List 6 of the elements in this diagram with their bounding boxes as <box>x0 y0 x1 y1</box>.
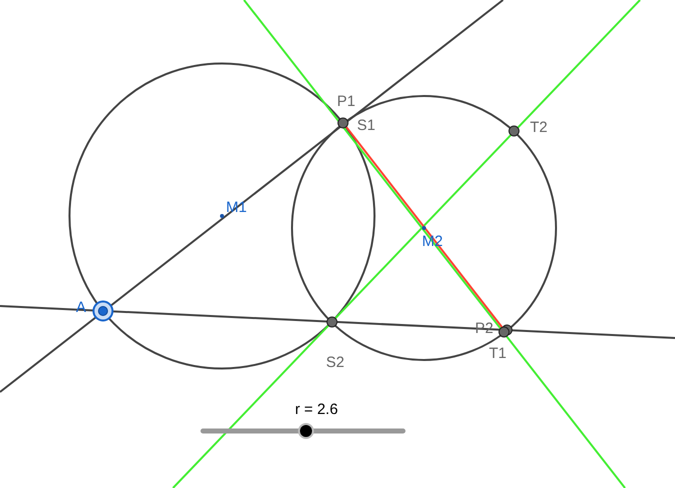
point-label: T2 <box>530 120 548 135</box>
point-label: T1 <box>489 346 507 361</box>
point-label: S1 <box>357 118 376 133</box>
point-label: P1 <box>337 94 356 109</box>
slider-label: r = 2.6 <box>295 402 338 417</box>
point-label: S2 <box>326 355 344 370</box>
